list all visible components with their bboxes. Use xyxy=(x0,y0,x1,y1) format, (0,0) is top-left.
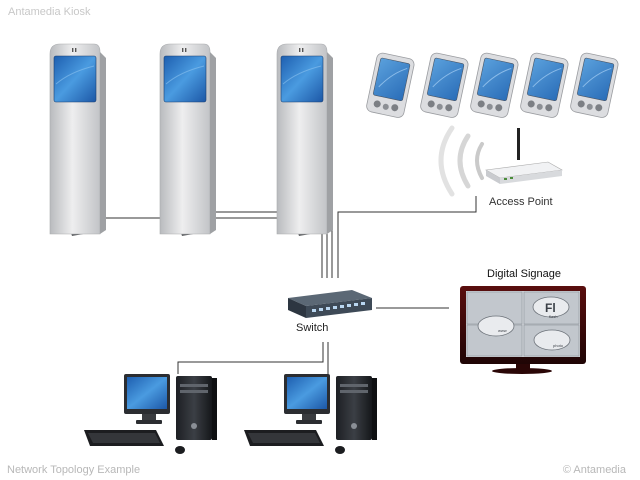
switch-label: Switch xyxy=(296,322,329,334)
wifi-waves-icon xyxy=(438,125,484,197)
switch-icon xyxy=(288,290,372,318)
kiosk-icon xyxy=(276,43,334,237)
desktop-pc-icon xyxy=(84,374,217,454)
pda-icon xyxy=(519,51,570,120)
digital-signage-icon: Fl flash www photo xyxy=(460,286,586,374)
cable-workstation-1 xyxy=(177,342,324,374)
signage-tile-flash-sub: flash xyxy=(549,314,557,319)
signage-tile-photo: photo xyxy=(553,343,564,348)
kiosk-icon xyxy=(159,43,217,237)
network-cables xyxy=(67,196,477,374)
desktop-pc-icon xyxy=(244,374,377,454)
signage-tile-flash: Fl xyxy=(545,301,556,315)
diagram-caption: Network Topology Example xyxy=(7,464,141,476)
kiosk-icon xyxy=(49,43,107,237)
pda-icon xyxy=(469,51,520,120)
access-point-icon xyxy=(485,128,563,184)
pda-icon xyxy=(365,51,416,120)
cable-access-point xyxy=(337,196,477,278)
brand-title: Antamedia Kiosk xyxy=(8,6,91,18)
pda-icon xyxy=(419,51,470,120)
access-point-label: Access Point xyxy=(489,196,553,208)
digital-signage-label: Digital Signage xyxy=(487,268,561,280)
copyright-notice: © Antamedia xyxy=(562,464,626,476)
pda-icon xyxy=(569,51,620,120)
signage-tile-www: www xyxy=(498,328,507,333)
